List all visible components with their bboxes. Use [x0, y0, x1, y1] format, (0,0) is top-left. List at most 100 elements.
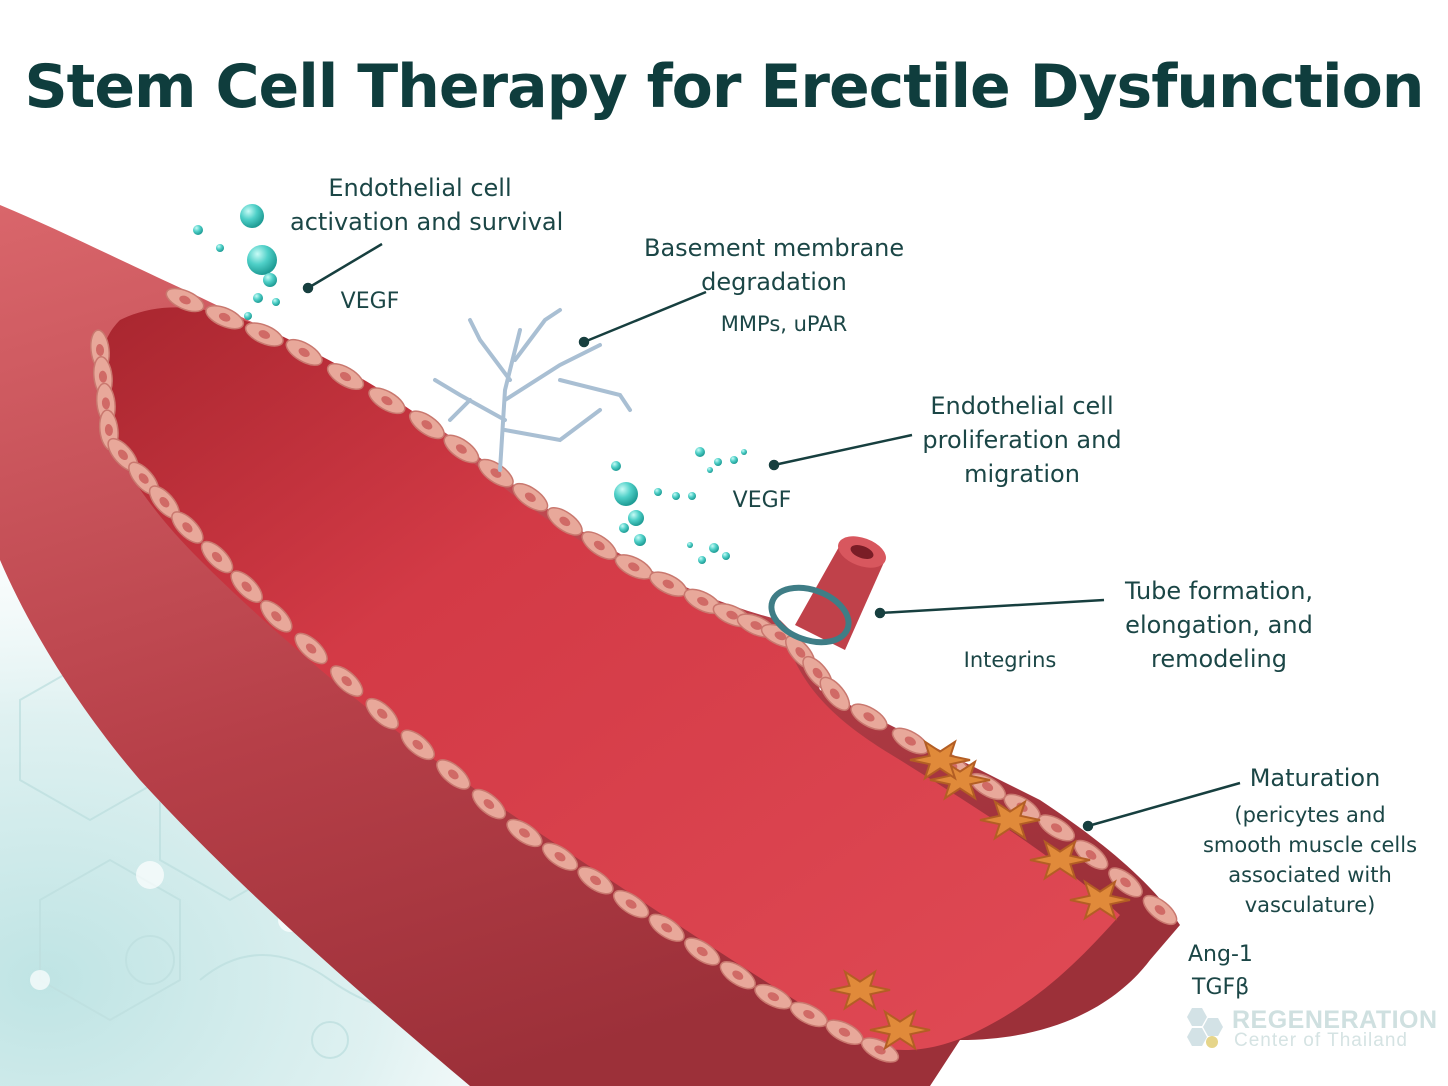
endothelial-cells-bottom-edge	[90, 329, 900, 1063]
logo-hexagon-icon	[1187, 1008, 1223, 1048]
pericyte-cell	[1029, 839, 1091, 881]
maturation-molecule-tgfb: TGFβ	[1192, 975, 1250, 1000]
vegf-molecule	[654, 488, 662, 496]
bottom-nucleus	[590, 875, 602, 886]
bottom-nucleus	[377, 708, 388, 719]
activation-line1: Endothelial cell	[328, 174, 512, 202]
pericytes	[829, 739, 1131, 1051]
top-nucleus	[1154, 905, 1166, 915]
pericyte-cell	[829, 969, 891, 1011]
pericyte-cell	[1069, 879, 1131, 921]
bottom-nucleus	[101, 397, 110, 410]
basement-membrane-branch	[433, 308, 632, 472]
bottom-nucleus	[448, 769, 459, 780]
activation-label: Endothelial cell activation and survival	[290, 171, 564, 239]
top-nucleus	[179, 295, 191, 305]
bottom-nucleus	[159, 496, 170, 508]
logo-line1: REGENERATION	[1232, 1006, 1438, 1034]
proliferation-line1: Endothelial cell	[930, 392, 1114, 420]
tube-line2: elongation, and	[1125, 611, 1313, 639]
maturation-line1: (pericytes and	[1234, 803, 1386, 827]
bottom-nucleus	[305, 643, 317, 654]
top-nucleus	[812, 667, 823, 679]
bottom-nucleus	[696, 946, 708, 957]
leader-maturation	[1087, 781, 1241, 828]
top-nucleus	[339, 371, 352, 382]
leader-tube	[879, 598, 1105, 615]
activation-molecule: VEGF	[340, 289, 400, 314]
top-nucleus	[982, 781, 994, 792]
bottom-nucleus	[767, 992, 779, 1002]
vegf-molecule	[709, 543, 719, 553]
top-nucleus	[750, 621, 762, 630]
regeneration-logo: REGENERATION Center of Thailand	[1180, 1004, 1437, 1052]
top-nucleus	[524, 492, 536, 502]
pericyte-cell	[979, 799, 1041, 841]
bottom-nucleus	[483, 799, 495, 809]
maturation-molecule-ang1: Ang-1	[1188, 942, 1253, 967]
top-nucleus	[455, 444, 467, 454]
top-nucleus	[559, 516, 571, 527]
top-nucleus	[697, 596, 709, 606]
bottom-nucleus	[182, 522, 193, 533]
bottom-nucleus	[271, 611, 282, 622]
top-nucleus	[726, 610, 738, 620]
leader-proliferation	[773, 433, 913, 467]
proliferation-molecule: VEGF	[732, 488, 792, 513]
tube-molecule: Integrins	[963, 648, 1057, 672]
vegf-molecule	[272, 298, 280, 306]
integrin-ring	[768, 584, 852, 646]
top-nucleus	[863, 712, 875, 722]
maturation-details: (pericytes and smooth muscle cells assoc…	[1200, 800, 1420, 920]
bottom-nucleus	[211, 551, 223, 563]
vegf-molecule	[614, 482, 638, 506]
vegf-molecule	[253, 293, 263, 303]
vegf-molecule	[619, 523, 629, 533]
vegf-molecule	[244, 312, 252, 320]
vegf-molecule	[193, 225, 203, 235]
maturation-line4: vasculature)	[1244, 893, 1376, 917]
vegf-molecule	[672, 492, 680, 500]
top-nucleus	[829, 688, 840, 700]
bottom-nucleus	[95, 344, 105, 356]
activation-line2: activation and survival	[290, 208, 564, 236]
bottom-nucleus	[241, 581, 252, 592]
bottom-nucleus	[117, 449, 128, 461]
proliferation-line2: proliferation and	[922, 426, 1122, 454]
bottom-nucleus	[625, 899, 637, 909]
tube-label: Tube formation, elongation, and remodeli…	[1109, 574, 1329, 676]
bottom-nucleus	[803, 1009, 815, 1019]
membrane-line2: degradation	[701, 268, 847, 296]
pericyte-cell	[929, 759, 991, 801]
top-nucleus	[381, 396, 393, 406]
page-title: Stem Cell Therapy for Erectile Dysfuncti…	[24, 52, 1424, 122]
bottom-nucleus	[554, 851, 566, 862]
vegf-molecules	[193, 204, 747, 564]
pericyte-cell	[869, 1009, 931, 1051]
vessel-lumen	[98, 307, 1120, 1050]
vegf-molecule	[240, 204, 264, 228]
vegf-molecule	[263, 273, 277, 287]
bottom-nucleus	[341, 676, 352, 687]
bottom-nucleus	[732, 970, 744, 980]
leader-membrane	[583, 290, 707, 344]
vegf-molecule	[687, 542, 693, 548]
bottom-nucleus	[838, 1027, 851, 1037]
vegf-molecule	[730, 456, 738, 464]
top-nucleus	[421, 420, 433, 430]
top-nucleus	[593, 540, 605, 551]
tube-line1: Tube formation,	[1124, 577, 1314, 605]
leader-activation	[307, 242, 383, 290]
bottom-nucleus	[98, 370, 107, 383]
bottom-nucleus	[874, 1045, 886, 1055]
maturation-line2: smooth muscle cells	[1202, 833, 1418, 857]
proliferation-line3: migration	[964, 460, 1080, 488]
top-nucleus	[1085, 849, 1097, 860]
vegf-molecule	[247, 245, 277, 275]
maturation-line3: associated with	[1228, 863, 1392, 887]
membrane-label: Basement membrane degradation	[644, 231, 904, 299]
membrane-line1: Basement membrane	[644, 234, 905, 262]
tube-line3: remodeling	[1151, 645, 1287, 673]
vegf-molecule	[611, 461, 621, 471]
vegf-molecule	[741, 449, 747, 455]
